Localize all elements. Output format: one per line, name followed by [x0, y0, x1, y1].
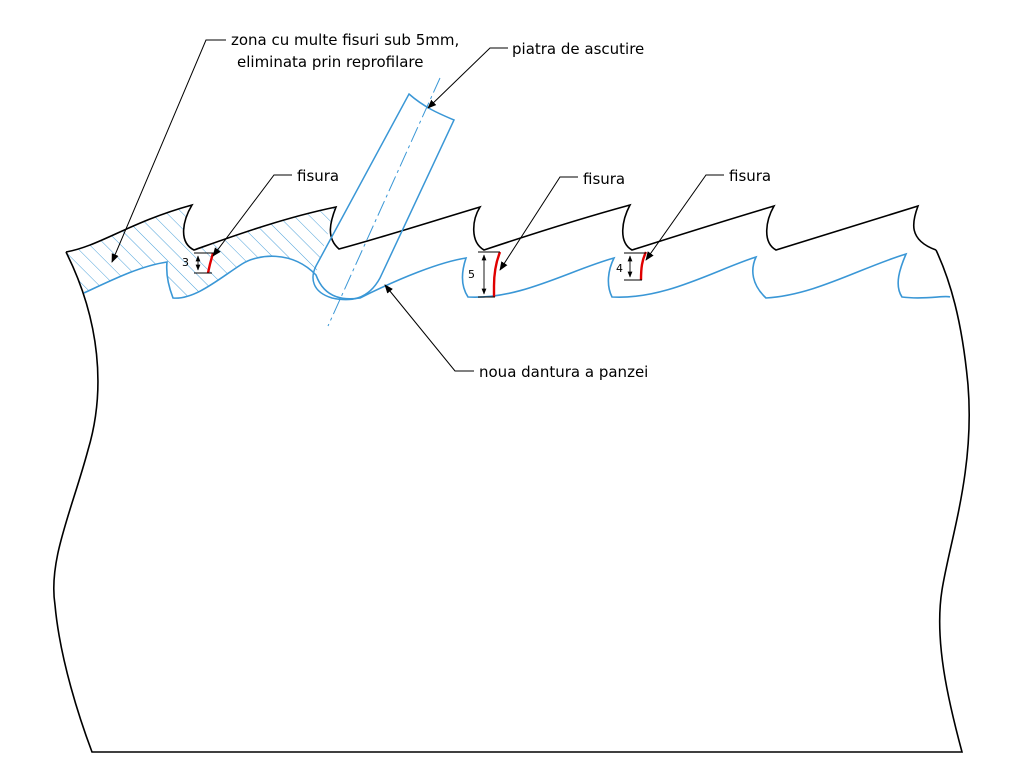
dimension-mark-2 — [478, 251, 500, 298]
dimension-mark-3 — [624, 252, 646, 281]
crack-2 — [492, 251, 502, 297]
dimension-mark-1 — [194, 252, 216, 274]
removed-zone-hatch — [66, 205, 336, 299]
crack-1 — [206, 252, 215, 274]
label-new-teeth: noua dantura a panzei — [479, 363, 648, 381]
label-zone-line-2: eliminata prin reprofilare — [237, 53, 424, 71]
dimension-label-1: 3 — [182, 256, 189, 269]
leader-crack-3 — [645, 174, 724, 261]
crack-3 — [639, 251, 648, 281]
blade-body-outline — [53, 249, 971, 753]
sharpening-stone — [312, 77, 456, 327]
leader-zone — [111, 39, 226, 263]
dimension-label-3: 4 — [616, 262, 623, 275]
label-zone-line-1: zona cu multe fisuri sub 5mm, — [231, 31, 459, 49]
blade-old-outline — [65, 203, 937, 253]
label-crack-1: fisura — [297, 167, 339, 185]
leader-crack-1 — [212, 174, 292, 257]
label-stone: piatra de ascutire — [512, 40, 644, 58]
new-teeth-profile — [83, 252, 951, 300]
leader-stone — [427, 47, 508, 109]
dimension-label-2: 5 — [468, 268, 475, 281]
leader-new-teeth — [384, 284, 474, 372]
label-crack-2: fisura — [583, 170, 625, 188]
leader-crack-2 — [499, 176, 578, 271]
label-crack-3: fisura — [729, 167, 771, 185]
